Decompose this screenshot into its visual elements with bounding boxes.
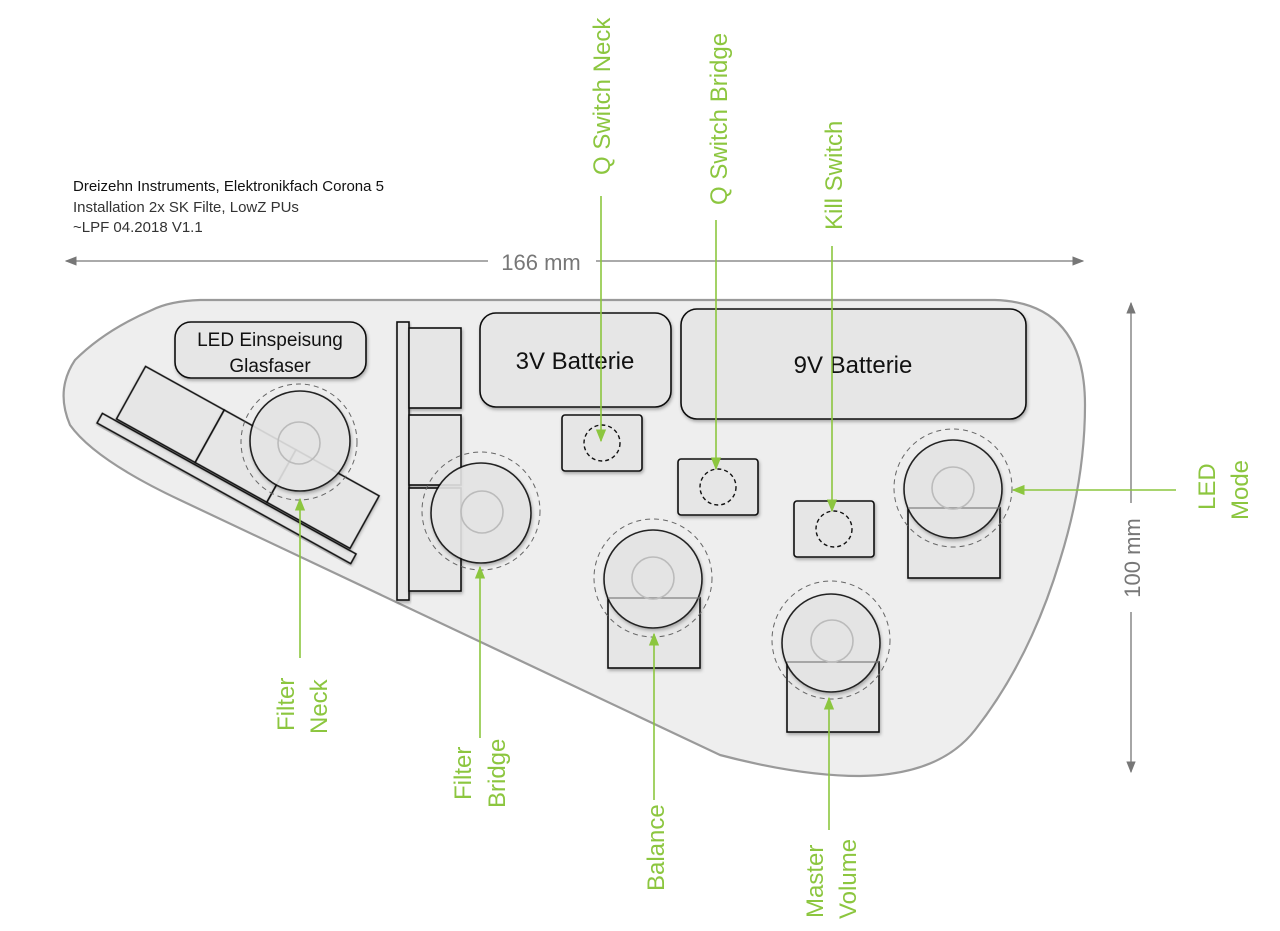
bridge-filter-assembly [396,321,462,601]
kill-switch [793,500,875,558]
leader-lines [294,196,1176,830]
q-switch-bridge [677,458,759,516]
label-master-volume-line2: Volume [835,839,862,919]
width-dimension-label: 166 mm [501,250,580,275]
label-filter-neck-line2: Neck [306,678,333,734]
label-filter-neck-line1: Filter [273,678,300,731]
neck-filter-assembly [95,365,381,565]
battery-3v [479,312,672,408]
q-switch-neck [561,414,643,472]
label-filter-bridge-line2: Bridge [484,739,511,808]
led-feed-label-line1: LED Einspeisung [197,330,343,351]
height-dimension: 100 mm [1120,301,1145,774]
battery-3v-label: 3V Batterie [516,348,635,375]
label-master-volume-line1: Master [802,845,829,918]
battery-9v-label: 9V Batterie [794,352,913,379]
height-dimension-label: 100 mm [1120,518,1145,597]
led-feed-box [174,321,367,379]
label-q-switch-neck: Q Switch Neck [589,17,616,175]
balance-pot [593,518,713,669]
width-dimension: 166 mm [64,250,1085,275]
led-feed-label-line2: Glasfaser [229,356,311,377]
label-filter-bridge-line1: Filter [450,747,477,800]
document-version: ~LPF 04.2018 V1.1 [73,219,203,236]
filter-neck-pot [240,383,358,501]
label-led-mode-line1: LED [1194,463,1221,510]
label-led-mode-line2: Mode [1227,460,1254,520]
document-title: Dreizehn Instruments, Elektronikfach Cor… [73,178,384,195]
battery-9v [680,308,1027,420]
label-q-switch-bridge: Q Switch Bridge [706,33,733,205]
label-balance: Balance [643,804,670,891]
led-mode-pot [893,428,1013,579]
label-kill-switch: Kill Switch [821,121,848,230]
document-subtitle: Installation 2x SK Filte, LowZ PUs [73,199,299,216]
